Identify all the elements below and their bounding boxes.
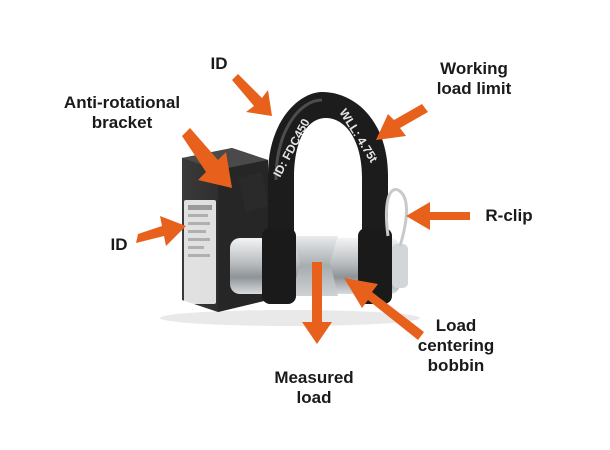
anti-rotational-bracket: [238, 172, 268, 212]
r-clip: [384, 188, 408, 247]
arrow-load-centering: [344, 278, 424, 340]
arrow-id-left: [136, 216, 186, 246]
label-id-left: ID: [110, 235, 128, 254]
arrow-id-top: [232, 74, 272, 116]
label-working-load-line2: load limit: [436, 79, 512, 98]
label-anti-rotational-line1: Anti-rotational: [63, 93, 181, 112]
label-anti-rotational: Anti-rotational bracket: [52, 93, 192, 133]
arrow-r-clip: [406, 202, 470, 230]
label-r-clip: R-clip: [485, 206, 533, 225]
arrow-measured-load: [302, 262, 332, 344]
label-load-centering-line2: centering: [417, 336, 495, 355]
label-load-centering-line1: Load: [435, 316, 477, 335]
floor-shadow: [160, 310, 420, 326]
callout-arrows: [136, 74, 470, 344]
label-measured-load-line2: load: [296, 388, 332, 407]
label-measured-load-line1: Measured: [274, 368, 354, 387]
label-load-centering-bobbin: Load centering bobbin: [410, 316, 502, 376]
arrow-anti-rotational: [182, 128, 232, 188]
label-load-centering-line3: bobbin: [427, 356, 485, 375]
label-id-top: ID: [210, 54, 228, 73]
label-working-load-line1: Working: [440, 59, 508, 78]
shackle-bow: [268, 92, 388, 268]
housing-label-sticker: [184, 200, 216, 304]
label-working-load-limit: Working load limit: [424, 59, 524, 99]
arrow-working-load: [376, 104, 428, 140]
label-anti-rotational-line2: bracket: [91, 113, 153, 132]
label-measured-load: Measured load: [262, 368, 366, 408]
